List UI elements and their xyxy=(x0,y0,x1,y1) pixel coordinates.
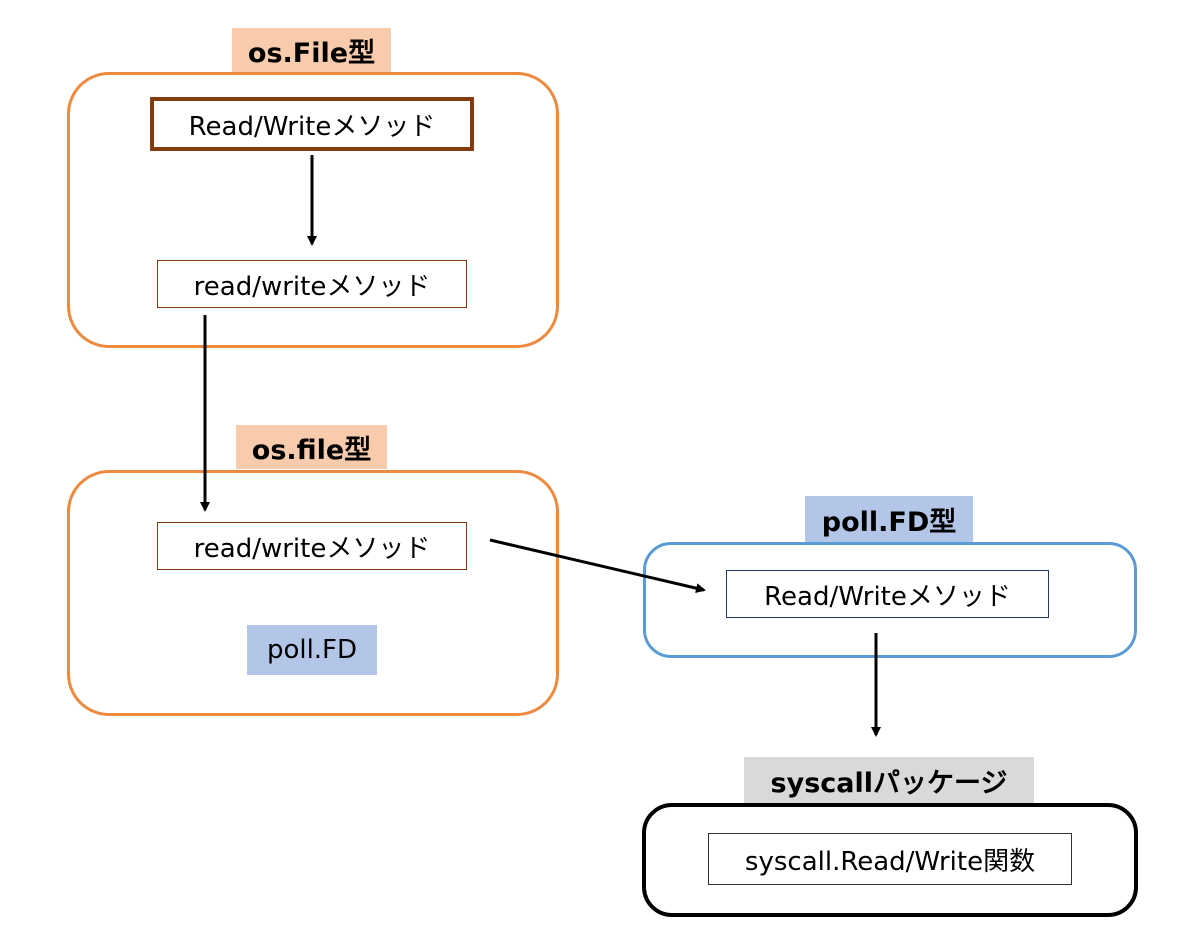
os-File-read-write-method: read/writeメソッド xyxy=(157,260,467,308)
syscall-Read-Write-function: syscall.Read/Write関数 xyxy=(708,833,1072,885)
os-file-container xyxy=(67,470,559,716)
poll-FD-type-label: poll.FD型 xyxy=(805,496,973,542)
os-File-type-label: os.File型 xyxy=(232,28,391,72)
os-file-read-write-method: read/writeメソッド xyxy=(157,522,467,570)
os-File-Read-Write-method: Read/Writeメソッド xyxy=(150,97,474,151)
os-file-type-label: os.file型 xyxy=(236,425,387,469)
syscall-package-label: syscallパッケージ xyxy=(744,757,1034,803)
poll-FD-field: poll.FD xyxy=(247,625,377,675)
poll-FD-Read-Write-method: Read/Writeメソッド xyxy=(726,570,1049,618)
